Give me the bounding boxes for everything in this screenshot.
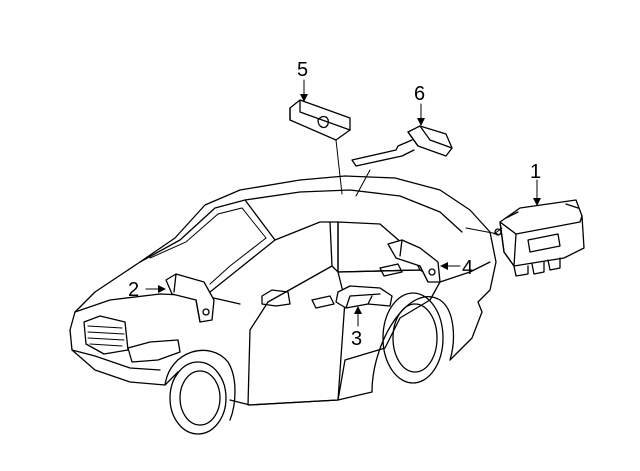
car-illustration [69, 175, 497, 435]
hood-edge [74, 293, 241, 313]
callout-5: 5 [297, 59, 308, 81]
callout-1: 1 [530, 161, 541, 183]
callout-leaders [145, 79, 541, 327]
rear-wheel [371, 292, 455, 393]
callout-6: 6 [414, 83, 425, 105]
part-5-antenna-module [289, 99, 351, 195]
front-door-window [267, 221, 333, 303]
callout-2: 2 [128, 279, 139, 301]
part-3-sensor-bracket [335, 285, 393, 309]
front-bumper [69, 329, 179, 386]
headlight [127, 339, 181, 363]
side-mirror [261, 289, 291, 307]
grille [83, 315, 129, 355]
part-4-sensor-bracket [387, 239, 441, 283]
front-door [247, 271, 346, 406]
callout-3: 3 [351, 328, 362, 350]
part-1-control-module [493, 199, 585, 277]
part-2-sensor-bracket [165, 273, 215, 323]
car-body-outline [69, 175, 497, 331]
part-6-antenna-cable [351, 125, 499, 235]
front-wheel [164, 349, 236, 435]
callout-4: 4 [462, 257, 473, 279]
